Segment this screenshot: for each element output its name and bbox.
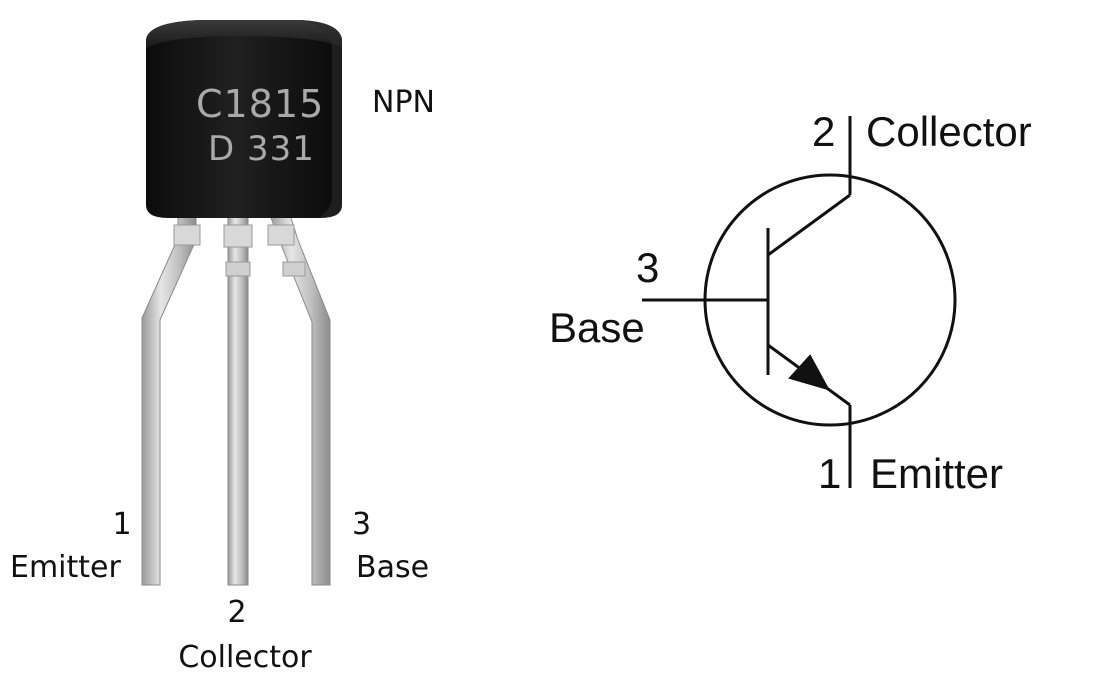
symbol-pin-number: 3 bbox=[636, 244, 659, 291]
symbol-pin-number: 1 bbox=[818, 450, 841, 497]
collector-diagonal bbox=[767, 193, 851, 257]
package-marking-line1: C1815 bbox=[196, 82, 324, 126]
photo-pin-number: 3 bbox=[352, 507, 371, 542]
symbol-pin-number: 2 bbox=[812, 108, 835, 155]
photo-pin-label-1: 1 Emitter bbox=[10, 507, 132, 585]
photo-pin-name: Base bbox=[356, 550, 429, 585]
photo-pin-name: Emitter bbox=[10, 550, 121, 585]
symbol-pin-name: Emitter bbox=[870, 450, 1003, 497]
symbol-pin-name: Base bbox=[549, 304, 645, 351]
photo-pin-number: 1 bbox=[112, 507, 131, 542]
polarity-label: NPN bbox=[372, 85, 435, 120]
lead-base bbox=[267, 214, 331, 586]
symbol-label-emitter: 1 Emitter bbox=[818, 450, 1003, 497]
photo-pin-number: 2 bbox=[227, 595, 246, 630]
symbol-pin-name: Collector bbox=[866, 108, 1032, 155]
package-marking-line2: D 331 bbox=[208, 129, 315, 169]
symbol-label-collector: 2 Collector bbox=[812, 108, 1032, 155]
lead-collector bbox=[223, 214, 253, 586]
lead-emitter bbox=[141, 214, 201, 586]
transistor-photo: C1815 D 331 bbox=[141, 20, 342, 586]
symbol-label-base: 3 Base bbox=[549, 244, 659, 351]
npn-schematic-symbol bbox=[642, 116, 957, 488]
photo-pin-label-3: 3 Base bbox=[352, 507, 429, 585]
photo-pin-label-2: 2 Collector bbox=[178, 595, 312, 675]
transistor-package bbox=[146, 20, 342, 218]
photo-pin-name: Collector bbox=[178, 640, 312, 675]
emitter-arrow bbox=[788, 354, 831, 391]
